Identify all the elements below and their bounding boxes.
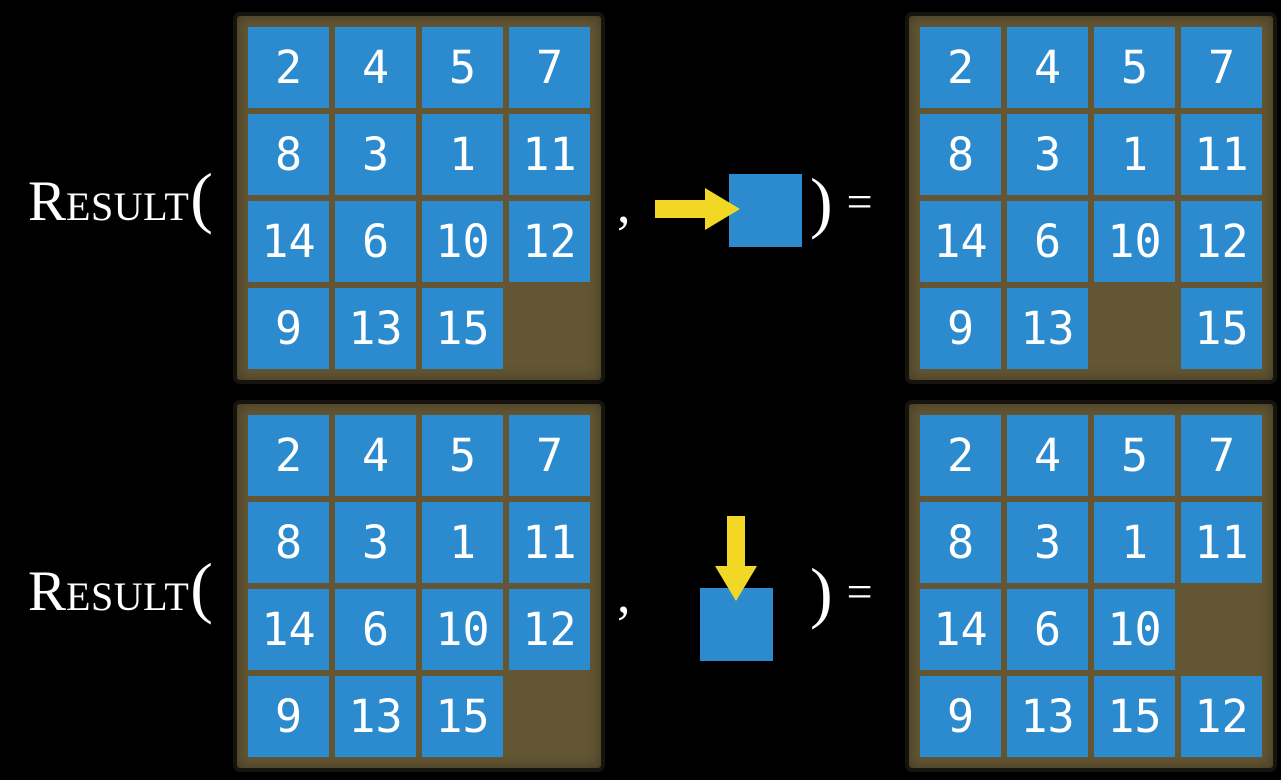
- empty-cell: [509, 288, 590, 369]
- puzzle-tile: 4: [1007, 27, 1088, 108]
- label-smallcaps: ESULT: [66, 574, 190, 619]
- puzzle-tile: 12: [1181, 676, 1262, 757]
- right-arrow-icon: [655, 187, 741, 231]
- puzzle-tile: 8: [920, 114, 1001, 195]
- puzzle-tile: 7: [1181, 27, 1262, 108]
- puzzle-tile: 8: [248, 502, 329, 583]
- puzzle-tile: 14: [920, 201, 1001, 282]
- puzzle-tile: 10: [1094, 201, 1175, 282]
- puzzle-tile: 14: [248, 201, 329, 282]
- puzzle-tile: 6: [335, 589, 416, 670]
- puzzle-tile: 15: [1094, 676, 1175, 757]
- puzzle-tile: 1: [422, 114, 503, 195]
- puzzle-tile: 12: [1181, 201, 1262, 282]
- close-paren: ): [810, 554, 833, 630]
- puzzle-tile: 9: [920, 288, 1001, 369]
- puzzle-tile: 3: [1007, 114, 1088, 195]
- puzzle-tile: 5: [422, 415, 503, 496]
- puzzle-tile: 1: [422, 502, 503, 583]
- puzzle-tile: 14: [920, 589, 1001, 670]
- action-tile: [700, 588, 773, 661]
- result-function-label: R ESULT (: [28, 163, 213, 231]
- equals-sign: =: [846, 176, 873, 227]
- equals-sign: =: [846, 566, 873, 617]
- puzzle-tile: 13: [335, 676, 416, 757]
- puzzle-tile: 6: [1007, 589, 1088, 670]
- puzzle-tile: 10: [1094, 589, 1175, 670]
- puzzle-tile: 15: [422, 288, 503, 369]
- puzzle-tile: 11: [1181, 114, 1262, 195]
- empty-cell: [509, 676, 590, 757]
- label-smallcaps: ESULT: [66, 184, 190, 229]
- puzzle-tile: 8: [248, 114, 329, 195]
- close-paren-equals: ) =: [810, 558, 873, 626]
- puzzle-tile: 10: [422, 201, 503, 282]
- puzzle-tile: 14: [248, 589, 329, 670]
- puzzle-tile: 5: [1094, 27, 1175, 108]
- action-tile: [729, 174, 802, 247]
- puzzle-tile: 9: [248, 676, 329, 757]
- puzzle-tile: 9: [920, 676, 1001, 757]
- puzzle-tile: 2: [920, 415, 1001, 496]
- puzzle-tile: 7: [509, 415, 590, 496]
- puzzle-tile: 9: [248, 288, 329, 369]
- puzzle-tile: 6: [335, 201, 416, 282]
- puzzle-tile: 2: [248, 27, 329, 108]
- puzzle-tile: 4: [1007, 415, 1088, 496]
- puzzle-tile: 13: [1007, 676, 1088, 757]
- argument-comma: ,: [617, 564, 631, 624]
- puzzle-tile: 5: [1094, 415, 1175, 496]
- label-initial: R: [28, 170, 67, 233]
- puzzle-tile: 3: [1007, 502, 1088, 583]
- puzzle-tile: 15: [422, 676, 503, 757]
- label-initial: R: [28, 560, 67, 623]
- puzzle-tile: 1: [1094, 114, 1175, 195]
- argument-comma: ,: [617, 174, 631, 234]
- empty-cell: [1094, 288, 1175, 369]
- result-function-label: R ESULT (: [28, 553, 213, 621]
- close-paren-equals: ) =: [810, 168, 873, 236]
- puzzle-tile: 5: [422, 27, 503, 108]
- puzzle-tile: 4: [335, 415, 416, 496]
- puzzle-tile: 2: [920, 27, 1001, 108]
- puzzle-tile: 3: [335, 114, 416, 195]
- open-paren: (: [190, 159, 213, 235]
- close-paren: ): [810, 164, 833, 240]
- puzzle-tile: 11: [1181, 502, 1262, 583]
- empty-cell: [1181, 589, 1262, 670]
- puzzle-tile: 13: [335, 288, 416, 369]
- puzzle-tile: 11: [509, 114, 590, 195]
- puzzle-tile: 2: [248, 415, 329, 496]
- puzzle-tile: 4: [335, 27, 416, 108]
- puzzle-tile: 12: [509, 201, 590, 282]
- open-paren: (: [190, 549, 213, 625]
- puzzle-tile: 8: [920, 502, 1001, 583]
- puzzle-tile: 7: [1181, 415, 1262, 496]
- puzzle-tile: 11: [509, 502, 590, 583]
- puzzle-tile: 13: [1007, 288, 1088, 369]
- down-arrow-icon: [714, 516, 758, 602]
- puzzle-tile: 10: [422, 589, 503, 670]
- puzzle-tile: 7: [509, 27, 590, 108]
- puzzle-tile: 1: [1094, 502, 1175, 583]
- puzzle-tile: 15: [1181, 288, 1262, 369]
- puzzle-tile: 6: [1007, 201, 1088, 282]
- puzzle-tile: 12: [509, 589, 590, 670]
- puzzle-tile: 3: [335, 502, 416, 583]
